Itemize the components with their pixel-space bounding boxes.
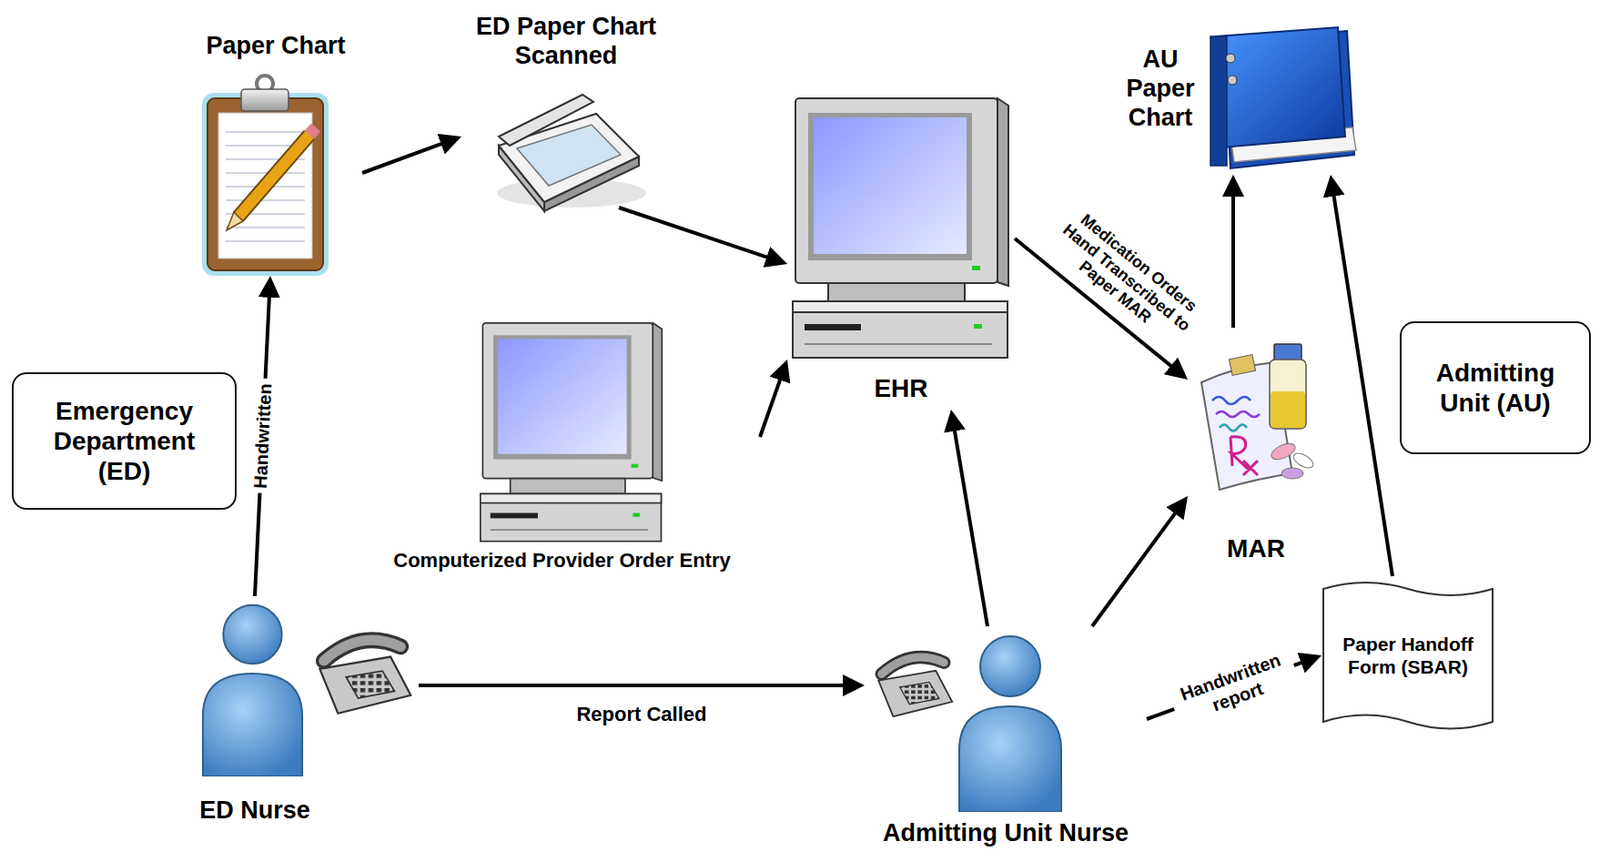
ehr-computer: EHR bbox=[787, 91, 1015, 410]
clipboard-icon bbox=[241, 89, 289, 112]
arrow-connector bbox=[418, 683, 856, 688]
connectors bbox=[254, 139, 1393, 719]
clipboard-icon bbox=[204, 75, 326, 274]
box-label: Paper Handoff Form (SBAR) bbox=[1341, 633, 1475, 679]
box-label: Admitting Unit (AU) bbox=[1417, 357, 1573, 418]
unit-box: Emergency Department (ED) bbox=[11, 372, 237, 510]
nurse: Admitting Unit Nurse bbox=[864, 626, 1147, 854]
clipboard-icon bbox=[238, 134, 310, 217]
icon-label: ED Nurse bbox=[182, 796, 328, 826]
nurse-icon bbox=[202, 605, 303, 777]
connector-label: Handwritten bbox=[248, 378, 277, 495]
box-label: Emergency Department (ED) bbox=[30, 395, 219, 487]
icon-label: Computerized Provider Order Entry bbox=[364, 548, 760, 573]
scanner-icon bbox=[496, 94, 647, 212]
paper-form-outline bbox=[1323, 582, 1493, 730]
clipboard-icon bbox=[207, 98, 324, 271]
clipboard-icon bbox=[225, 199, 305, 202]
clipboard-icon bbox=[204, 95, 326, 274]
computer-icon bbox=[480, 98, 1009, 542]
computer-icon bbox=[792, 98, 1009, 358]
mar-icon bbox=[1212, 396, 1251, 405]
clipboard-icon bbox=[225, 226, 305, 229]
clipboard-icon bbox=[238, 134, 310, 217]
unit-box: Admitting Unit (AU) bbox=[1399, 321, 1591, 455]
clipboard-icon bbox=[225, 172, 305, 174]
computer-icon bbox=[480, 323, 662, 542]
icon-label: Admitting Unit Nurse bbox=[864, 819, 1147, 849]
mar-icon bbox=[1228, 354, 1256, 375]
arrow-connector bbox=[618, 207, 780, 262]
mar-icon bbox=[1270, 391, 1306, 428]
binder-icon bbox=[1210, 27, 1357, 169]
connector-label: Medication Orders Hand Transcribed to Pa… bbox=[1038, 198, 1216, 358]
clipboard-icon bbox=[225, 240, 305, 243]
mar: MAR bbox=[1187, 327, 1325, 569]
binder-icon bbox=[1227, 75, 1237, 85]
binder-icon bbox=[1225, 53, 1236, 63]
mar-icon bbox=[1219, 425, 1247, 432]
binder-icon bbox=[1210, 36, 1227, 166]
cpoe-computer: Computerized Provider Order Entry bbox=[364, 318, 760, 583]
paper-chart: Paper Chart bbox=[189, 31, 363, 276]
mar-icon bbox=[1274, 344, 1302, 361]
mar-icon bbox=[1268, 440, 1297, 464]
nurse-icon bbox=[202, 605, 1062, 812]
mar-icon bbox=[1281, 467, 1304, 479]
arrow-connector bbox=[1332, 183, 1393, 577]
arrow-connector bbox=[952, 418, 988, 627]
mar-icon bbox=[1201, 344, 1316, 490]
clipboard-icon bbox=[218, 112, 313, 259]
mar-icon bbox=[1269, 359, 1307, 429]
nurse-icon bbox=[959, 636, 1062, 812]
mar-icon bbox=[1215, 411, 1260, 417]
arrow-connector bbox=[1092, 503, 1183, 627]
handoff-form: Paper Handoff Form (SBAR) bbox=[1321, 576, 1495, 736]
scanner: ED Paper Chart Scanned bbox=[461, 7, 671, 208]
au-paper-chart: AU Paper Chart bbox=[1114, 27, 1361, 175]
arrow-connector bbox=[759, 367, 785, 437]
telephone-icon bbox=[319, 639, 411, 714]
mar-icon bbox=[1230, 436, 1258, 476]
binder-icon bbox=[1215, 27, 1346, 148]
clipboard-icon bbox=[309, 127, 316, 135]
icon-label: ED Paper Chart Scanned bbox=[461, 12, 671, 71]
telephone-icon bbox=[878, 657, 952, 717]
connector-label: Handwritten report bbox=[1166, 644, 1302, 730]
icon-label: Paper Chart bbox=[189, 31, 363, 61]
clipboard-icon bbox=[226, 212, 244, 231]
clipboard-icon bbox=[225, 131, 305, 133]
arrow-connector bbox=[362, 139, 454, 173]
arrow-connector bbox=[1231, 183, 1236, 328]
icon-label: AU Paper Chart bbox=[1114, 45, 1206, 133]
connector-label: Report Called bbox=[576, 702, 707, 726]
scanner-icon bbox=[498, 94, 594, 146]
icon-label: MAR bbox=[1187, 533, 1325, 564]
icon-label: EHR bbox=[787, 373, 1015, 404]
nurse: ED Nurse bbox=[182, 596, 419, 829]
